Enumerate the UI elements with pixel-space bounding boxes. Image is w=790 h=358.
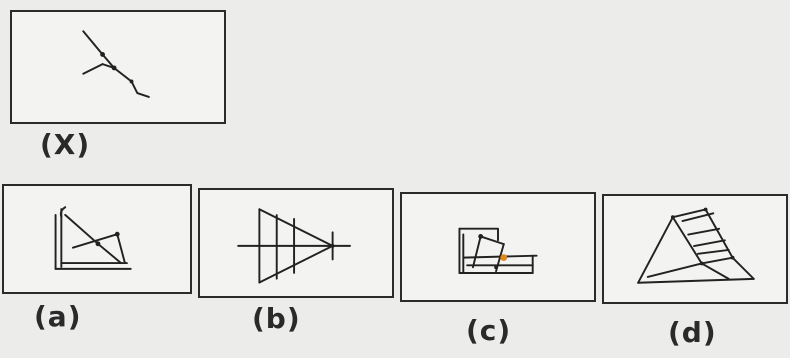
option-b-label: (b) (252, 302, 301, 335)
option-a-label: (a) (34, 300, 82, 333)
option-b-drawing (237, 208, 351, 284)
option-a-panel[interactable] (2, 184, 192, 294)
option-d-panel[interactable] (602, 194, 788, 304)
option-d-label: (d) (668, 316, 717, 349)
option-d-drawing (637, 207, 755, 284)
option-b-panel[interactable] (198, 188, 394, 298)
question-figure-drawing (82, 30, 150, 98)
question-figure-panel (10, 10, 226, 124)
option-a-drawing (54, 206, 132, 270)
option-c-panel[interactable] (400, 192, 596, 302)
question-figure-label: (X) (40, 128, 91, 161)
option-c-drawing (458, 227, 538, 274)
option-c-label: (c) (466, 314, 512, 347)
